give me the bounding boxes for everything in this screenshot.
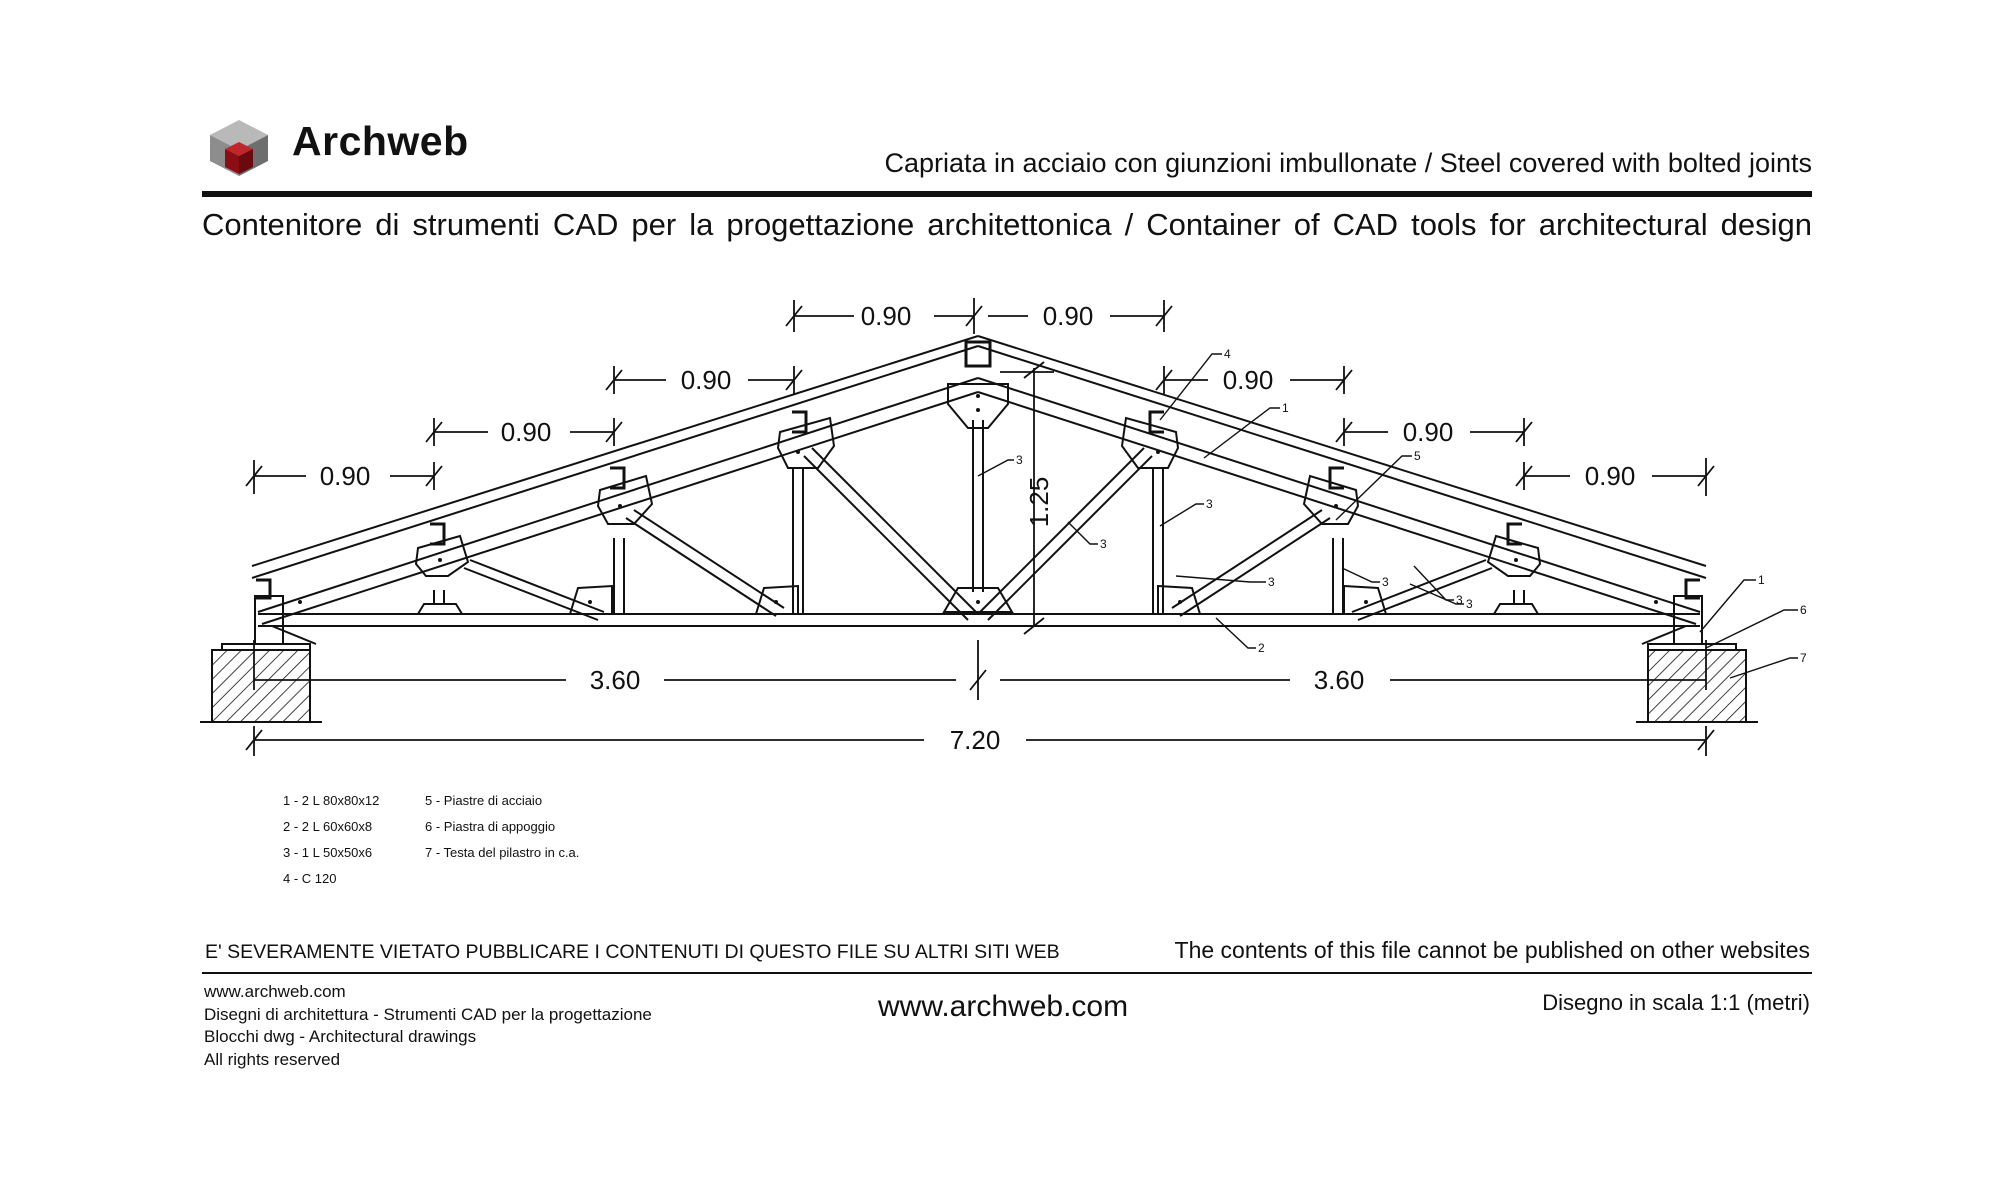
warning-english: The contents of this file cannot be publ… [1174, 937, 1810, 963]
dim-half-right: 3.60 [1314, 665, 1365, 695]
footer-line: Disegni di architettura - Strumenti CAD … [204, 1004, 652, 1024]
callout-3: 3 [1268, 575, 1275, 589]
gusset-plates [254, 383, 1703, 645]
callout-3: 3 [1016, 453, 1023, 467]
callout-2: 2 [1258, 641, 1265, 655]
footer-site-link[interactable]: www.archweb.com [878, 990, 1129, 1023]
footer-line: Blocchi dwg - Architectural drawings [204, 1027, 477, 1046]
callout-7: 7 [1800, 651, 1807, 665]
callout-1: 1 [1282, 401, 1289, 415]
footer-link[interactable]: www.archweb.com [204, 982, 346, 1001]
dim-total: 7.20 [950, 725, 1001, 755]
leader-lines [977, 353, 1798, 679]
legend: 1 - 2 L 80x80x12 5 - Piastre di acciaio … [283, 788, 579, 892]
page-subtitle: Contenitore di strumenti CAD per la prog… [202, 207, 1812, 242]
callout-3: 3 [1466, 597, 1473, 611]
legend-row: 2 - 2 L 60x60x8 6 - Piastra di appoggio [283, 814, 579, 840]
callout-3: 3 [1100, 537, 1107, 551]
legend-item: 1 - 2 L 80x80x12 [283, 793, 380, 808]
legend-row: 4 - C 120 [283, 866, 579, 892]
callout-3: 3 [1382, 575, 1389, 589]
purlins [256, 340, 1700, 600]
dim-top-right-2: 0.90 [1223, 365, 1274, 395]
warning-italian: E' SEVERAMENTE VIETATO PUBBLICARE I CONT… [205, 941, 1060, 963]
dim-half-left: 3.60 [590, 665, 641, 695]
dim-top-left-1: 0.90 [320, 461, 371, 491]
dim-top-right-3: 0.90 [1403, 417, 1454, 447]
scale-note: Disegno in scala 1:1 (metri) [1542, 990, 1810, 1015]
header-rule [202, 191, 1812, 197]
callout-6: 6 [1800, 603, 1807, 617]
footer-line: All rights reserved [204, 1049, 341, 1069]
diagonals [463, 447, 1493, 621]
legend-item: 7 - Testa del pilastro in c.a. [425, 845, 580, 860]
legend-row: 1 - 2 L 80x80x12 5 - Piastre di acciaio [283, 788, 579, 814]
dimension-lines [245, 298, 1715, 756]
footer-credits: www.archweb.com Disegni di architettura … [204, 981, 652, 1071]
dim-top-left-4: 0.90 [861, 301, 912, 331]
dim-height: 1.25 [1024, 477, 1054, 528]
drawing-title: Capriata in acciaio con giunzioni imbull… [884, 148, 1812, 178]
callout-3: 3 [1456, 593, 1463, 607]
roof-cover [251, 335, 1707, 579]
bolts [298, 394, 1658, 604]
cube-icon [210, 120, 268, 176]
brand-logo: Archweb [292, 118, 469, 164]
dim-top-left-2: 0.90 [501, 417, 552, 447]
callout-4: 4 [1224, 347, 1231, 361]
callout-3: 3 [1206, 497, 1213, 511]
legend-item: 5 - Piastre di acciaio [425, 793, 543, 808]
dim-top-right-1: 0.90 [1043, 301, 1094, 331]
supports [200, 625, 1758, 723]
dim-top-right-4: 0.90 [1585, 461, 1636, 491]
legend-item: 3 - 1 L 50x50x6 [283, 845, 373, 860]
bottom-chord [258, 613, 1700, 627]
legend-item: 2 - 2 L 60x60x8 [283, 819, 373, 834]
dim-top-left-3: 0.90 [681, 365, 732, 395]
footer-rule [202, 972, 1812, 974]
legend-row: 3 - 1 L 50x50x6 7 - Testa del pilastro i… [283, 840, 579, 866]
verticals [433, 420, 1525, 614]
legend-item: 4 - C 120 [283, 871, 337, 886]
callout-1: 1 [1758, 573, 1765, 587]
callout-5: 5 [1414, 449, 1421, 463]
legend-item: 6 - Piastra di appoggio [425, 819, 556, 834]
